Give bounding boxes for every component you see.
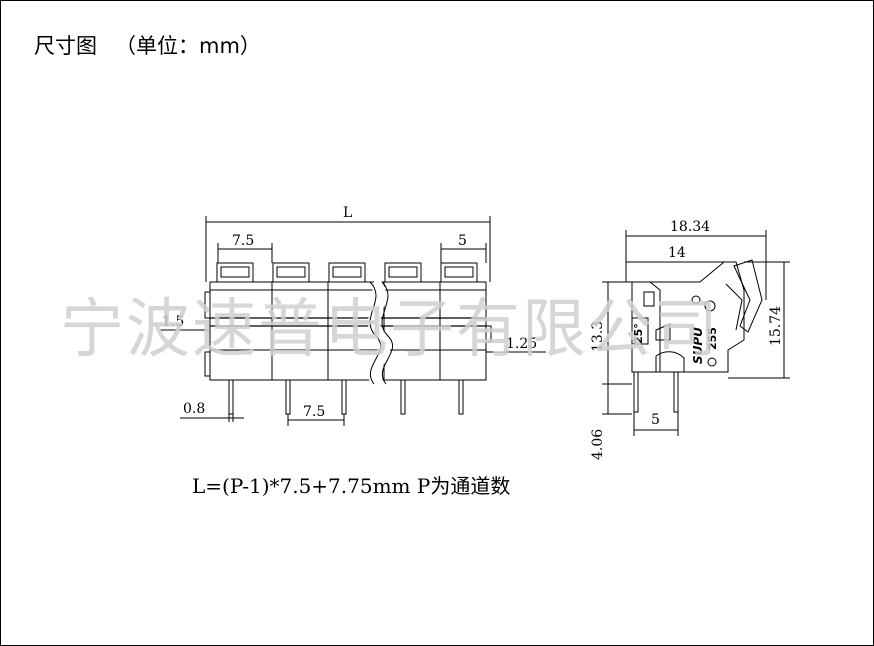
dim-pitch-top: 7.5	[232, 233, 254, 249]
side-view	[602, 230, 790, 436]
dim-pin-length: 4.06	[590, 429, 606, 460]
dim-body-depth: 14	[668, 245, 686, 261]
dim-body-height: 13.3	[590, 321, 606, 352]
front-view	[160, 216, 546, 426]
dim-right-offset: 1.25	[506, 336, 537, 352]
front-body	[209, 281, 487, 381]
page-title: 尺寸图 （单位：mm）	[34, 30, 261, 60]
front-pins	[228, 379, 464, 415]
dim-total-height: 15.74	[768, 306, 784, 346]
dim-pin-width: 0.8	[183, 401, 205, 417]
dim-pin-pitch: 7.5	[303, 404, 325, 420]
dim-total-depth: 18.34	[670, 219, 710, 235]
title-text: 尺寸图	[34, 34, 97, 58]
unit-text: （单位：mm）	[115, 34, 261, 58]
dim-left-offset: 1.5	[162, 314, 184, 330]
marking-brand: SUPU	[691, 327, 705, 364]
dim-pin-spacing: 5	[651, 412, 660, 428]
length-formula: L=(P-1)*7.5+7.75mm P为通道数	[192, 474, 511, 498]
push-buttons	[216, 262, 478, 283]
marking-model: 255	[706, 327, 719, 350]
dim-end-width: 5	[458, 233, 467, 249]
marking-angle: 25°	[632, 323, 645, 344]
dim-overall-length: L	[343, 205, 352, 221]
